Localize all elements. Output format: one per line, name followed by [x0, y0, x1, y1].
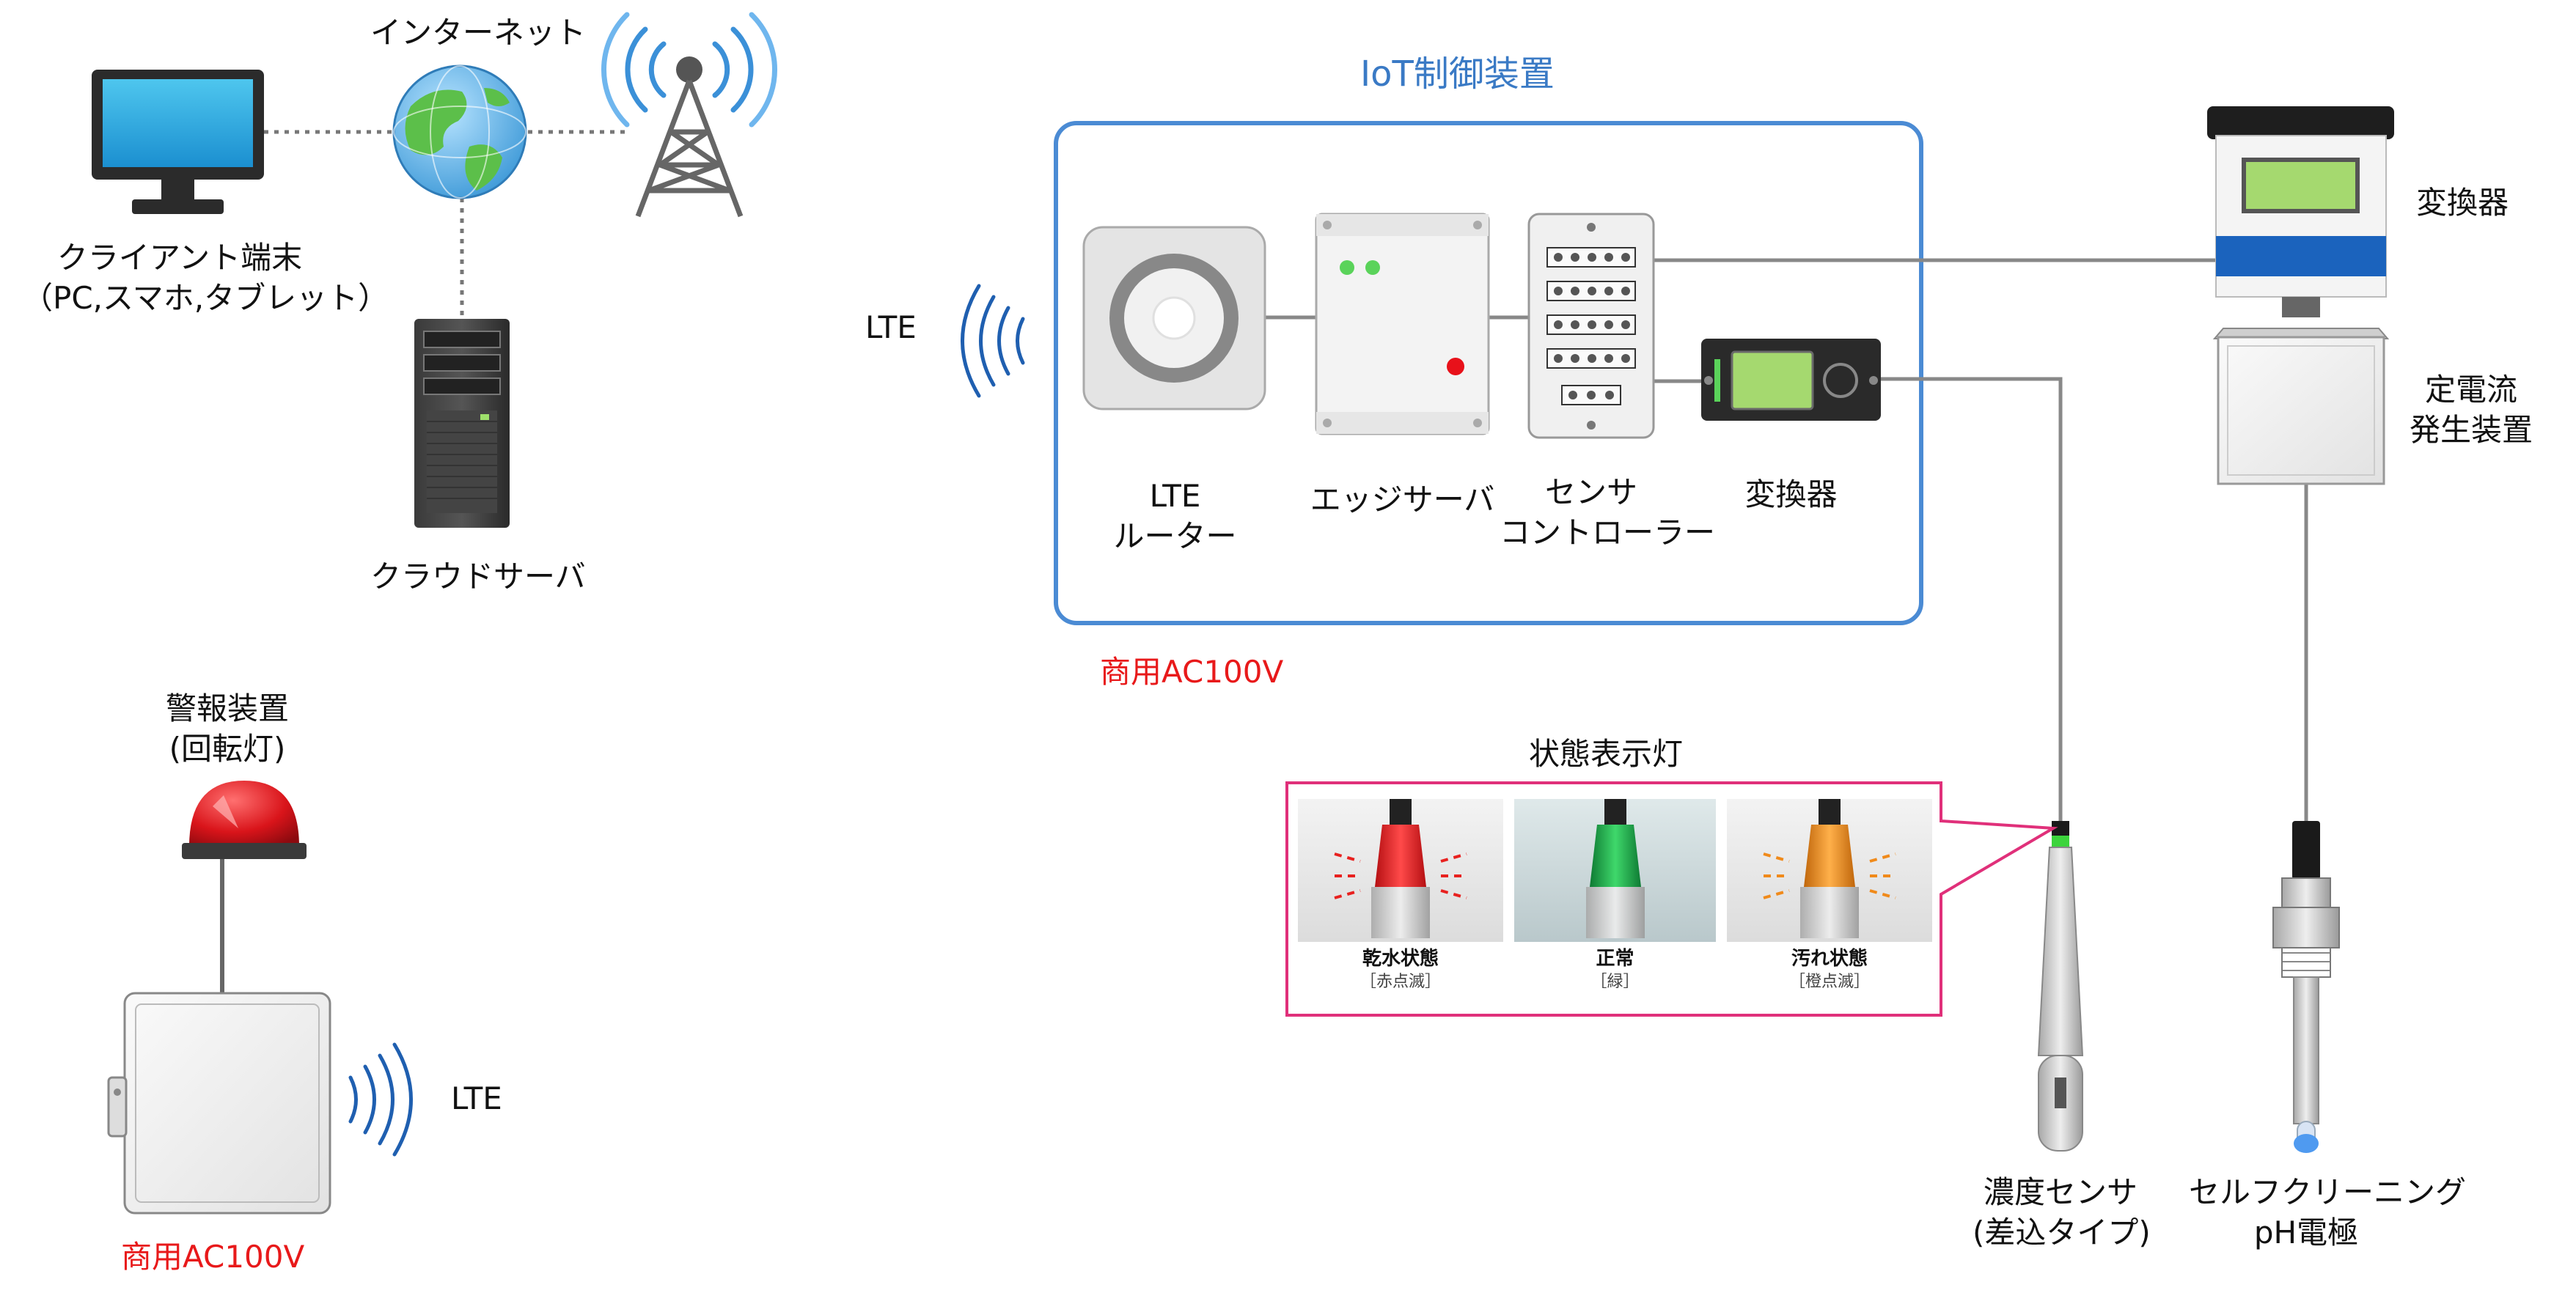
globe-icon — [392, 65, 527, 199]
lte-alarm-label: LTE — [451, 1080, 502, 1116]
power-iot-label: 商用AC100V — [1100, 654, 1284, 690]
concentration-sensor-label: 濃度センサ (差込タイプ) — [1973, 1173, 2151, 1253]
wireless-wave-icon — [961, 284, 1025, 398]
edge-server-label: エッジサーバ — [1310, 482, 1495, 517]
ph-label-line2: pH電極 — [2253, 1214, 2359, 1250]
status-panel-orange — [1727, 799, 1932, 942]
ph-electrode-icon — [2272, 821, 2340, 1153]
current-generator-box-icon — [2212, 328, 2390, 485]
converter-right-label: 変換器 — [2416, 185, 2509, 221]
alarm-label-line2: (回転灯) — [169, 730, 286, 767]
wireless-wave-icon — [348, 1042, 413, 1157]
tower-server-icon — [414, 319, 510, 528]
ph-label-line1: セルフクリーニング — [2189, 1174, 2467, 1210]
client-terminal-label: クライアント端末 （PC,スマホ,タブレット） — [22, 238, 389, 318]
conc-sensor-label-line2: (差込タイプ) — [1973, 1214, 2151, 1250]
power-alarm-label: 商用AC100V — [121, 1239, 305, 1275]
current-generator-label: 定電流 発生装置 — [2398, 370, 2544, 450]
sensor-ctrl-label-line2: コントローラー — [1500, 514, 1716, 550]
status-dry-name: 乾水状態 — [1362, 948, 1439, 970]
monitor-icon — [92, 70, 264, 214]
lte-router-icon — [1082, 226, 1266, 410]
antenna-tower-icon — [601, 12, 778, 218]
converter-display-icon — [2207, 106, 2394, 317]
lte-main-label: LTE — [865, 309, 917, 345]
lte-router-label: LTE ルーター — [1085, 476, 1265, 556]
status-dry-sub: ［赤点滅］ — [1359, 972, 1441, 991]
rotating-beacon-icon — [182, 781, 307, 859]
conc-sensor-label-line1: 濃度センサ — [1983, 1174, 2138, 1210]
edge-server-icon — [1315, 213, 1490, 435]
status-panel-red — [1298, 799, 1503, 942]
status-normal-sub: ［緑］ — [1590, 972, 1640, 991]
client-label-line1: クライアント端末 — [56, 240, 303, 276]
status-normal-name: 正常 — [1596, 948, 1634, 970]
lte-router-label-line1: LTE — [1149, 478, 1201, 514]
network-links — [264, 130, 631, 315]
internal-wiring — [1265, 258, 2308, 821]
ph-electrode-label: セルフクリーニング pH電極 — [2189, 1173, 2467, 1253]
status-normal-label: 正常 ［緑］ — [1514, 947, 1716, 992]
enclosure-box-icon — [107, 992, 331, 1215]
terminal-block-icon — [1527, 213, 1655, 439]
current-generator-label-line1: 定電流 — [2424, 372, 2517, 408]
status-dirty-sub: ［橙点滅］ — [1788, 972, 1870, 991]
concentration-sensor-icon — [2037, 821, 2084, 1152]
iot-device-title: IoT制御装置 — [1360, 54, 1555, 95]
converter-inner-label: 変換器 — [1744, 476, 1838, 512]
status-lamp-title: 状態表示灯 — [1529, 736, 1684, 772]
current-generator-label-line2: 発生装置 — [2409, 411, 2533, 448]
converter-display-icon — [1701, 339, 1881, 421]
alarm-device-label: 警報装置 (回転灯) — [139, 689, 315, 769]
client-label-line2: （PC,スマホ,タブレット） — [22, 279, 389, 316]
cloud-server-label: クラウドサーバ — [370, 559, 586, 594]
status-dirty-name: 汚れ状態 — [1791, 948, 1868, 970]
status-dirty-label: 汚れ状態 ［橙点滅］ — [1727, 947, 1932, 992]
sensor-ctrl-label-line1: センサ — [1544, 474, 1637, 510]
sensor-controller-label: センサ コントローラー — [1500, 473, 1716, 553]
status-dry-label: 乾水状態 ［赤点滅］ — [1298, 947, 1503, 992]
lte-router-label-line2: ルーター — [1113, 517, 1237, 554]
alarm-label-line1: 警報装置 — [165, 690, 289, 726]
status-panel-green — [1514, 799, 1716, 942]
internet-label: インターネット — [370, 15, 587, 51]
iot-device-frame — [1054, 121, 1923, 625]
